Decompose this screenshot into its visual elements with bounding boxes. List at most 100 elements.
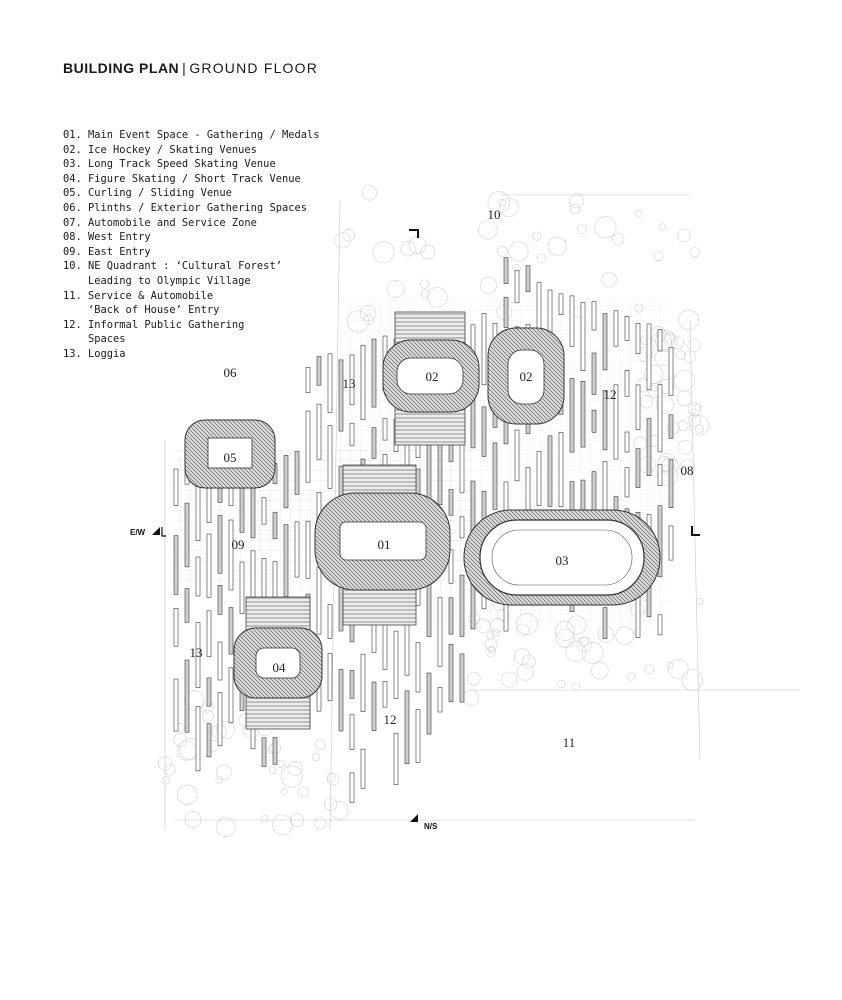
- plinth-bar: [514, 270, 520, 304]
- tree-circle: [462, 689, 480, 707]
- tree-circle: [327, 773, 340, 786]
- tree-circle: [161, 776, 170, 785]
- plinth-bar: [217, 641, 223, 681]
- tree-circle: [498, 198, 506, 207]
- tree-circle: [215, 776, 223, 784]
- tree-circle: [536, 253, 547, 263]
- tree-circle: [487, 645, 495, 653]
- plinth-bar: [228, 519, 234, 591]
- plinth-bar: [206, 723, 212, 758]
- plinth-bar: [448, 597, 454, 635]
- legend-item: 04. Figure Skating / Short Track Venue: [63, 172, 301, 185]
- title-bold: BUILDING PLAN: [63, 60, 180, 76]
- plinth-bar: [206, 533, 212, 598]
- plinth-bar: [393, 630, 399, 699]
- plinth-bar: [371, 338, 377, 408]
- venue-05-curling: [184, 419, 276, 489]
- plinth-bar: [437, 597, 443, 667]
- tree-circle: [571, 682, 581, 691]
- venue-label-01: 01: [378, 537, 391, 552]
- tree-circle: [693, 403, 702, 411]
- tree-circle: [184, 811, 202, 828]
- tree-circle: [668, 658, 689, 680]
- tree-circle: [577, 224, 587, 235]
- plinth-bar: [591, 352, 597, 395]
- venue-04-figure-skating: [233, 596, 323, 730]
- plinth-bar: [437, 443, 443, 505]
- tree-circle: [687, 402, 702, 416]
- plinth-bar: [184, 502, 190, 568]
- plinth-bar: [195, 622, 201, 688]
- plinth-bar: [404, 690, 410, 765]
- plinth-bar: [569, 378, 575, 453]
- tree-circle: [400, 241, 416, 257]
- plinth-bar: [668, 347, 674, 396]
- plinth-bar: [206, 677, 212, 707]
- plinth-bar: [602, 313, 608, 371]
- plinth-bar: [327, 353, 333, 413]
- plinth-bar: [294, 521, 300, 578]
- arrow-marker-icon: [410, 814, 418, 822]
- zone-label-12a: 12: [604, 387, 617, 402]
- plinth-bar: [316, 403, 322, 460]
- plinth-bar: [481, 313, 487, 386]
- plinth-bar: [217, 692, 223, 746]
- legend-item: 08. West Entry: [63, 231, 151, 244]
- plinth-bar: [261, 497, 267, 525]
- tree-circle: [513, 648, 531, 665]
- zone-label-10: 10: [488, 207, 501, 222]
- zone-label-12b: 12: [384, 712, 397, 727]
- tree-circle: [594, 216, 617, 239]
- plinth-bar: [305, 366, 311, 393]
- venue-label-02b: 02: [520, 369, 533, 384]
- tree-circle: [670, 336, 684, 350]
- plinth-bar: [448, 489, 454, 516]
- zone-label-11: 11: [563, 735, 576, 750]
- plinth-bar: [613, 310, 619, 347]
- venue-02b-ice-hockey: [487, 327, 565, 425]
- tree-circle: [532, 231, 542, 241]
- plinth-bar: [459, 516, 465, 539]
- venue-02a-ice-hockey: [382, 311, 480, 446]
- tree-circle: [312, 753, 321, 762]
- plinth-bar: [294, 451, 300, 495]
- venue-label-05: 05: [224, 450, 237, 465]
- plinth-bar: [635, 384, 641, 430]
- tree-circle: [386, 280, 405, 298]
- plinth-bar: [591, 409, 597, 433]
- plinth-bar: [514, 429, 520, 482]
- legend-item: ‘Back of House’ Entry: [63, 304, 220, 317]
- tree-circle: [681, 669, 703, 691]
- tree-circle: [696, 597, 704, 605]
- legend-item: 05. Curling / Sliding Venue: [63, 187, 232, 200]
- section-marker-ns: N/S: [410, 814, 438, 831]
- plinth-bar: [481, 406, 487, 457]
- tree-circle: [687, 413, 701, 427]
- venue-01-main-event: [314, 464, 451, 626]
- tree-circle: [683, 350, 696, 363]
- tree-circle: [569, 193, 585, 208]
- tree-circle: [420, 289, 430, 299]
- tree-circle: [420, 244, 436, 260]
- tree-circle: [694, 424, 704, 434]
- tree-circle: [581, 641, 604, 664]
- plinth-bar: [195, 556, 201, 597]
- plinth-bar: [415, 642, 421, 693]
- tree-circle: [184, 690, 205, 711]
- plinth-bar: [492, 442, 498, 510]
- plinth-bar: [657, 328, 663, 352]
- plinth-bar: [426, 672, 432, 735]
- tree-circle: [676, 390, 693, 407]
- venue-label-04: 04: [273, 660, 287, 675]
- plinth-bar: [371, 427, 377, 459]
- legend-item: 13. Loggia: [63, 347, 126, 360]
- tree-circle: [677, 228, 691, 243]
- plinth-bar: [327, 604, 333, 639]
- plinth-bar: [580, 381, 586, 448]
- tree-circle: [687, 339, 701, 353]
- plinth-bar: [316, 566, 322, 635]
- tree-circle: [334, 232, 351, 249]
- tree-circle: [569, 203, 581, 215]
- tree-circle: [501, 671, 517, 688]
